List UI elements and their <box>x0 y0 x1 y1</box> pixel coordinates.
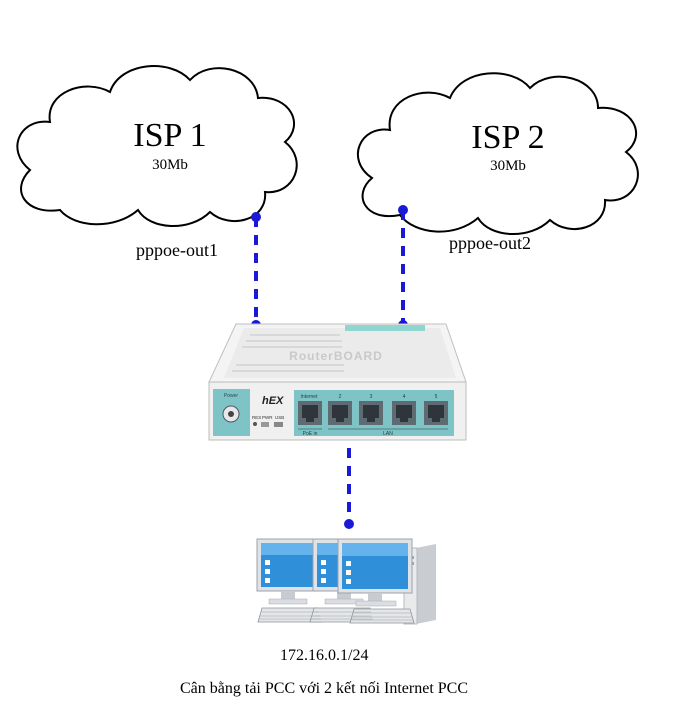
led-label-res: RES <box>252 415 261 420</box>
isp1-link-label: pppoe-out1 <box>136 240 218 260</box>
isp2-name: ISP 2 <box>471 119 544 156</box>
led-label-pwr: PWR <box>262 415 273 420</box>
router: RouterBOARD Power hEX RES PWR USB Intern… <box>208 323 467 441</box>
port-label-2: 2 <box>339 394 342 400</box>
usb-port <box>274 422 283 427</box>
ethernet-port-2 <box>328 401 352 425</box>
ethernet-port-1 <box>298 401 322 425</box>
pwr-led <box>261 422 269 427</box>
link-isp2 <box>398 205 408 330</box>
link-isp2-endpoint-top <box>398 205 408 215</box>
isp1-cloud: ISP 1 30Mb <box>16 65 298 227</box>
lan-label: LAN <box>383 431 393 437</box>
isp2-bandwidth: 30Mb <box>490 158 526 174</box>
link-isp1 <box>251 212 261 330</box>
isp1-name: ISP 1 <box>133 117 206 154</box>
port-label-internet: Internet <box>301 394 319 400</box>
router-brand: RouterBOARD <box>289 349 383 363</box>
ethernet-port-4 <box>392 401 416 425</box>
link-lan-endpoint-bottom <box>344 519 354 529</box>
link-lan <box>344 448 354 529</box>
ethernet-port-3 <box>359 401 383 425</box>
power-label: Power <box>224 393 239 399</box>
lan-subnet: 172.16.0.1/24 <box>280 647 368 664</box>
ethernet-port-5 <box>424 401 448 425</box>
keyboards <box>257 607 415 624</box>
lan-computers <box>256 538 436 625</box>
isp1-bandwidth: 30Mb <box>152 157 188 173</box>
router-top-led-strip <box>345 325 425 331</box>
port-label-3: 3 <box>370 394 373 400</box>
led-label-usb: USB <box>275 415 284 420</box>
monitor-left <box>256 538 320 605</box>
port-label-4: 4 <box>403 394 406 400</box>
port-label-5: 5 <box>435 394 438 400</box>
reset-button <box>253 422 257 426</box>
isp2-link-label: pppoe-out2 <box>449 233 531 253</box>
poe-in-label: PoE in <box>303 431 318 437</box>
diagram-caption: Cân bằng tải PCC với 2 kết nối Internet … <box>180 680 468 697</box>
isp2-cloud: ISP 2 30Mb <box>356 72 639 235</box>
link-isp1-endpoint-top <box>251 212 261 222</box>
monitor-right <box>337 538 413 607</box>
router-model: hEX <box>262 395 284 407</box>
